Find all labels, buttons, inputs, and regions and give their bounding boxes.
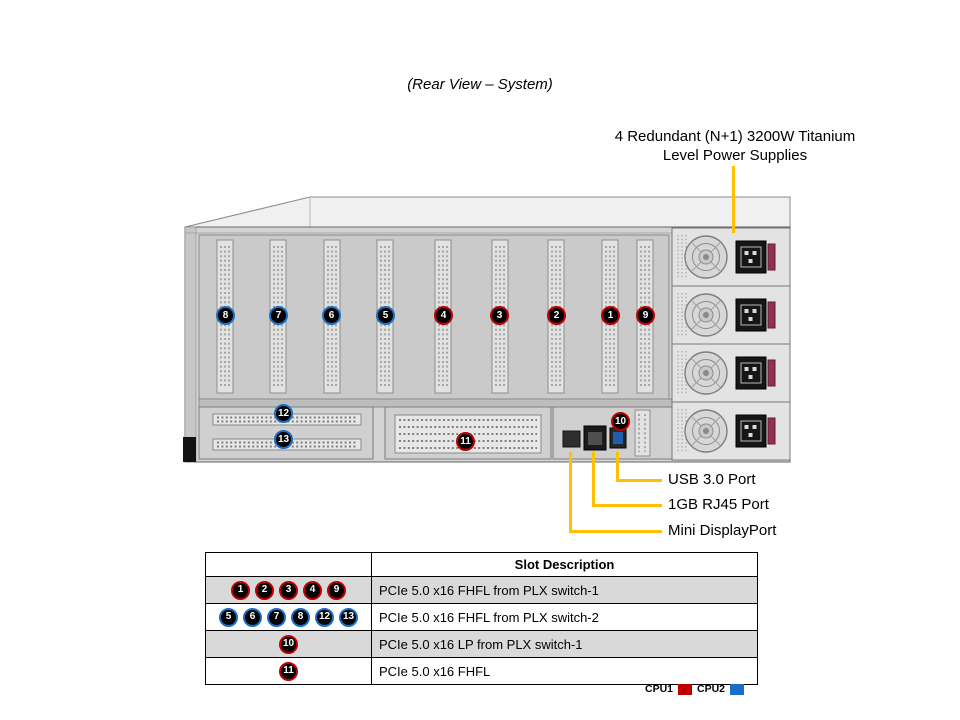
table-header: Slot Description xyxy=(371,552,758,577)
legend-cpu2-swatch xyxy=(730,683,745,695)
slot-badges-cell: 10 xyxy=(205,630,372,658)
displayport-label: Mini DisplayPort xyxy=(668,522,777,539)
table-badge-9: 9 xyxy=(327,580,346,600)
slot-badge-9: 9 xyxy=(636,306,655,325)
chassis-left-edge xyxy=(184,226,197,463)
cpu-legend: CPU1 CPU2 xyxy=(645,683,745,695)
psu-callout-line2: Level Power Supplies xyxy=(662,147,808,164)
table-badge-12: 12 xyxy=(315,607,334,627)
table-badge-1: 1 xyxy=(231,580,250,600)
table-row: 10 PCIe 5.0 x16 LP from PLX switch-1 xyxy=(205,630,758,658)
slot-badge-1: 1 xyxy=(601,306,620,325)
psu-4 xyxy=(671,401,791,461)
table-badge-8: 8 xyxy=(291,607,310,627)
slot-badge-10: 10 xyxy=(611,412,630,431)
slot-description: PCIe 5.0 x16 LP from PLX switch-1 xyxy=(371,630,758,658)
low-profile-slot xyxy=(634,409,651,457)
chassis-foot xyxy=(183,437,196,462)
psu-2 xyxy=(671,285,791,345)
rj45-callout-connector xyxy=(592,452,595,507)
psu-1 xyxy=(671,227,791,287)
displayport-callout-connector xyxy=(569,452,572,533)
psu-callout-connector xyxy=(732,166,735,233)
psu-callout-label: 4 Redundant (N+1) 3200W Titanium Level P… xyxy=(575,127,895,165)
psu-3 xyxy=(671,343,791,403)
mini-displayport-port xyxy=(562,430,581,448)
table-badge-2: 2 xyxy=(255,580,274,600)
chassis-top-face xyxy=(184,196,791,228)
slot-badge-4: 4 xyxy=(434,306,453,325)
slot-badges-cell: 11 xyxy=(205,657,372,685)
panel-divider xyxy=(198,398,673,408)
slot-badge-3: 3 xyxy=(490,306,509,325)
slot-badge-7: 7 xyxy=(269,306,288,325)
slot-description: PCIe 5.0 x16 FHFL from PLX switch-2 xyxy=(371,603,758,631)
usb-callout-connector xyxy=(616,479,662,482)
table-badge-4: 4 xyxy=(303,580,322,600)
legend-cpu2-label: CPU2 xyxy=(697,683,726,695)
slot-description: PCIe 5.0 x16 FHFL xyxy=(371,657,758,685)
slot-badge-5: 5 xyxy=(376,306,395,325)
table-header-empty-cell xyxy=(205,552,372,577)
usb-port-label: USB 3.0 Port xyxy=(668,471,756,488)
table-badge-13: 13 xyxy=(339,607,358,627)
usb-callout-connector xyxy=(616,452,619,482)
table-badge-10: 10 xyxy=(279,634,298,654)
rj45-callout-connector xyxy=(592,504,662,507)
table-badge-5: 5 xyxy=(219,607,238,627)
legend-cpu1-label: CPU1 xyxy=(645,683,674,695)
table-badge-11: 11 xyxy=(279,661,298,681)
table-row: 11 PCIe 5.0 x16 FHFL xyxy=(205,657,758,685)
rj45-port-label: 1GB RJ45 Port xyxy=(668,496,769,513)
legend-cpu1-swatch xyxy=(678,683,693,695)
slot-badge-6: 6 xyxy=(322,306,341,325)
slot-badge-8: 8 xyxy=(216,306,235,325)
psu-callout-line1: 4 Redundant (N+1) 3200W Titanium xyxy=(614,128,856,145)
chassis-drawing xyxy=(183,196,791,463)
slot-description: PCIe 5.0 x16 FHFL from PLX switch-1 xyxy=(371,576,758,604)
displayport-callout-connector xyxy=(569,530,662,533)
chassis-illustration xyxy=(183,193,795,463)
slot-badge-11: 11 xyxy=(456,432,475,451)
slot-badge-13: 13 xyxy=(274,430,293,449)
page-title: (Rear View – System) xyxy=(407,76,553,93)
slot-badge-12: 12 xyxy=(274,404,293,423)
table-badge-6: 6 xyxy=(243,607,262,627)
table-badge-3: 3 xyxy=(279,580,298,600)
table-badge-7: 7 xyxy=(267,607,286,627)
slot-badge-2: 2 xyxy=(547,306,566,325)
